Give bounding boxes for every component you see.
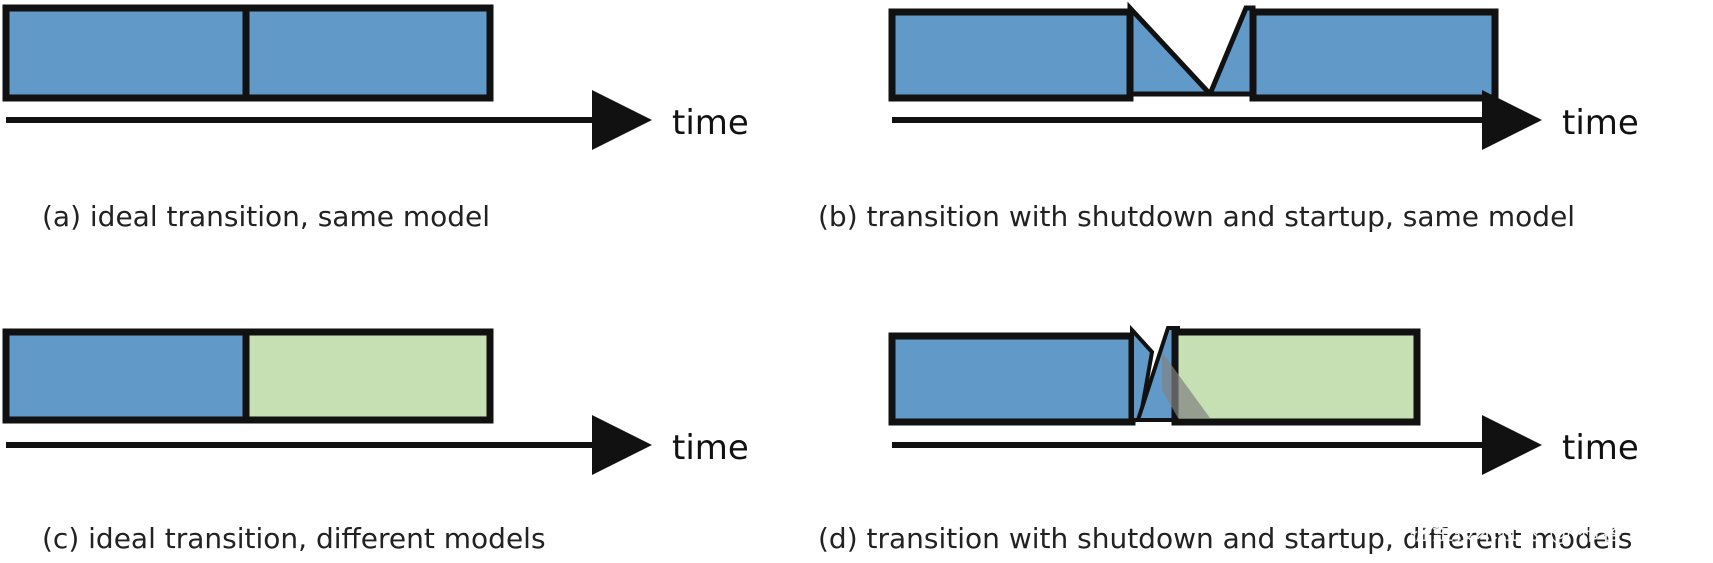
panel-b: time (b) transition with shutdown and st… (818, 1, 1639, 233)
segment-blue (888, 332, 1136, 426)
caption-c: (c) ideal transition, different models (42, 522, 546, 555)
shutdown-ramp (1127, 1, 1216, 97)
segment-blue-1 (2, 4, 250, 102)
overlap-shadow (1162, 352, 1210, 418)
axis-label-time: time (672, 428, 749, 468)
segment-blue-2 (242, 4, 494, 102)
segment-green (1171, 328, 1421, 426)
panel-d: time (d) transition with shutdown and st… (818, 324, 1639, 555)
segment-blue-2 (1249, 8, 1499, 102)
axis-label-time: time (672, 103, 749, 143)
watermark-text: 掘金技术社区 @ 布客飞龙 (1410, 521, 1666, 546)
caption-d: (d) transition with shutdown and startup… (818, 522, 1632, 555)
panel-c: time (c) ideal transition, different mod… (2, 328, 749, 555)
caption-a: (a) ideal transition, same model (42, 200, 490, 233)
startup-ramp (1206, 5, 1256, 97)
panel-a: time (a) ideal transition, same model (2, 4, 749, 233)
axis-label-time: time (1562, 103, 1639, 143)
segment-blue-1 (888, 8, 1134, 102)
segment-blue (2, 328, 250, 424)
axis-label-time: time (1562, 428, 1639, 468)
segment-green (242, 328, 494, 424)
caption-b: (b) transition with shutdown and startup… (818, 200, 1575, 233)
